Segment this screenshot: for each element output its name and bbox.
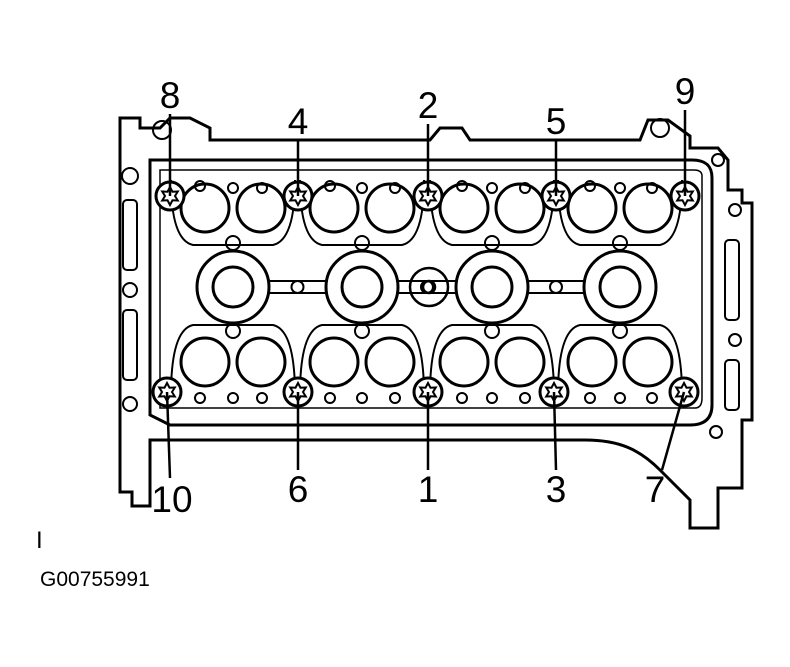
valve-circle bbox=[622, 336, 674, 388]
small-boss bbox=[227, 182, 239, 194]
bolt-label-4: 4 bbox=[288, 101, 309, 142]
valve-circle bbox=[566, 182, 618, 234]
bore-lobe-top bbox=[484, 235, 500, 251]
valve-circle bbox=[179, 182, 231, 234]
leader-line-3 bbox=[552, 391, 558, 471]
leader-line-7 bbox=[660, 391, 686, 471]
valve-circle bbox=[566, 336, 618, 388]
bore-outer bbox=[582, 249, 658, 325]
valve-pocket-top bbox=[170, 179, 296, 246]
valve-circle bbox=[235, 182, 287, 234]
small-boss bbox=[456, 392, 468, 404]
bore-lobe-bottom bbox=[612, 323, 628, 339]
valve-circle bbox=[438, 182, 490, 234]
small-boss bbox=[614, 182, 626, 194]
small-boss bbox=[646, 182, 658, 194]
small-boss bbox=[389, 182, 401, 194]
bore-lobe-bottom bbox=[484, 323, 500, 339]
bore-outer bbox=[195, 249, 271, 325]
bolt-label-5: 5 bbox=[546, 101, 567, 142]
valve-pocket-top bbox=[557, 179, 683, 246]
bore-lobe-top bbox=[354, 235, 370, 251]
torx-recess bbox=[546, 184, 566, 208]
housing-outline bbox=[118, 116, 754, 530]
small-boss bbox=[227, 392, 239, 404]
figure-code: G00755991 bbox=[40, 568, 150, 591]
bore-lobe-top bbox=[225, 235, 241, 251]
bore-lobe-bottom bbox=[225, 323, 241, 339]
valve-circle bbox=[179, 336, 231, 388]
valve-circle bbox=[308, 336, 360, 388]
bore-inner bbox=[211, 265, 255, 309]
valve-circle bbox=[494, 182, 546, 234]
valve-circle bbox=[235, 336, 287, 388]
small-boss bbox=[614, 392, 626, 404]
valve-pocket-bottom bbox=[557, 324, 683, 396]
torx-recess bbox=[674, 380, 694, 404]
small-boss bbox=[646, 392, 658, 404]
gasket-line bbox=[159, 169, 703, 409]
valve-circle bbox=[364, 182, 416, 234]
small-boss bbox=[486, 392, 498, 404]
spark-plug-bores bbox=[195, 235, 658, 339]
small-boss bbox=[324, 180, 336, 192]
bolt-label-3: 3 bbox=[546, 469, 567, 510]
small-boss bbox=[356, 182, 368, 194]
small-bosses bbox=[194, 180, 658, 404]
bore-inner bbox=[598, 265, 642, 309]
bore-lobe-top bbox=[612, 235, 628, 251]
small-boss bbox=[389, 392, 401, 404]
bore-outer bbox=[324, 249, 400, 325]
small-boss bbox=[256, 392, 268, 404]
small-boss bbox=[356, 392, 368, 404]
torx-recess bbox=[418, 184, 438, 208]
leader-line-10 bbox=[165, 391, 172, 479]
figure-mark: I bbox=[36, 527, 43, 554]
small-boss bbox=[519, 182, 531, 194]
valve-pocket-top bbox=[299, 179, 425, 246]
bore-inner bbox=[470, 265, 514, 309]
small-boss bbox=[584, 392, 596, 404]
valve-pocket-top bbox=[429, 179, 555, 246]
valve-circle bbox=[494, 336, 546, 388]
valve-pocket-bottom bbox=[429, 324, 555, 396]
small-boss bbox=[324, 392, 336, 404]
small-boss bbox=[584, 180, 596, 192]
left-side-bosses bbox=[121, 118, 742, 439]
bolt-label-1: 1 bbox=[418, 469, 439, 510]
torx-recess bbox=[160, 184, 180, 208]
bore-lobe-bottom bbox=[354, 323, 370, 339]
valve-circle bbox=[364, 336, 416, 388]
bolt-label-2: 2 bbox=[418, 85, 439, 126]
small-boss bbox=[486, 182, 498, 194]
bolt-label-10: 10 bbox=[151, 479, 192, 520]
small-boss bbox=[194, 392, 206, 404]
valve-circle bbox=[438, 336, 490, 388]
torx-recess bbox=[288, 184, 308, 208]
bore-inner bbox=[340, 265, 384, 309]
bolt-label-6: 6 bbox=[288, 469, 309, 510]
bridge-hole bbox=[290, 280, 305, 294]
small-boss bbox=[194, 180, 206, 192]
small-boss bbox=[519, 392, 531, 404]
bolt-label-9: 9 bbox=[675, 71, 696, 112]
valve-pocket-bottom bbox=[299, 324, 425, 396]
small-boss bbox=[256, 182, 268, 194]
head-plate bbox=[148, 158, 714, 427]
valve-circle bbox=[308, 182, 360, 234]
bolt-label-7: 7 bbox=[645, 469, 666, 510]
valve-pocket-bottom bbox=[170, 324, 296, 396]
bridge-hole bbox=[549, 280, 563, 294]
torx-recess bbox=[675, 184, 695, 208]
small-boss bbox=[456, 180, 468, 192]
bolt-label-8: 8 bbox=[160, 75, 181, 116]
bore-outer bbox=[454, 249, 530, 325]
bolt-leaders: 8 4 2 5 9 10 6 1 3 7 bbox=[151, 71, 695, 520]
center-boss bbox=[408, 266, 450, 308]
